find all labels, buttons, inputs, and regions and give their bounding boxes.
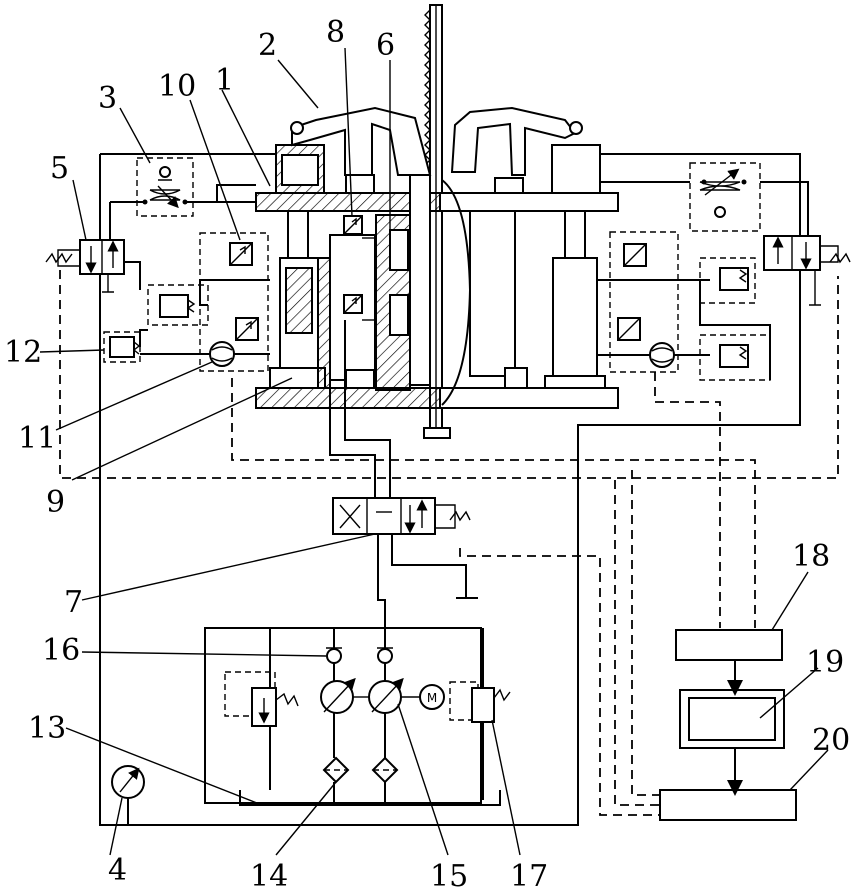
label-18: 18: [792, 539, 830, 574]
position-sensor-8-upper: [344, 216, 362, 234]
press-machine: [256, 5, 618, 438]
main-cylinder-right: [553, 258, 597, 376]
pressure-sensor-right-lower: [618, 318, 640, 340]
variable-pump-right: [369, 681, 401, 713]
main-directional-valve-7: [333, 498, 470, 534]
motor: M: [420, 685, 444, 709]
throttle-check-valve-right: [690, 163, 760, 231]
control-system: [660, 630, 796, 820]
label-5: 5: [50, 151, 69, 186]
relief-valve-left: [225, 672, 298, 726]
directional-valve-right: [764, 236, 850, 305]
label-19: 19: [806, 645, 844, 680]
pressure-sensor-10-upper: [230, 243, 252, 265]
label-4: 4: [108, 853, 127, 888]
right-circuit: [597, 163, 850, 380]
directional-valve-5: [46, 240, 124, 292]
label-10: 10: [158, 69, 196, 104]
relief-valve-12: [104, 332, 140, 362]
label-3: 3: [98, 81, 117, 116]
filter-14-right: [373, 758, 397, 782]
label-13: 13: [28, 711, 66, 746]
label-12: 12: [4, 335, 42, 370]
motor-label: M: [427, 691, 437, 705]
controller-18: [676, 630, 782, 660]
check-valve-16-right: [378, 649, 392, 663]
variable-pump-left: [321, 681, 353, 713]
filter-14-left: [324, 758, 348, 782]
acquisition-unit-20: [660, 790, 796, 820]
label-1: 1: [215, 63, 234, 98]
position-sensor-8-lower: [344, 295, 362, 313]
label-14: 14: [250, 859, 288, 893]
label-2: 2: [258, 28, 277, 63]
pressure-gauge-4: [112, 766, 144, 825]
label-7: 7: [64, 585, 83, 620]
check-valve-16-left: [327, 649, 341, 663]
label-17: 17: [510, 859, 548, 893]
relief-valve-17: [450, 682, 510, 722]
pressure-sensor-10-lower: [236, 318, 258, 340]
flow-meter-right: [650, 343, 674, 367]
pressure-sensor-right-upper: [624, 244, 646, 266]
label-6: 6: [376, 28, 395, 63]
label-11: 11: [18, 421, 56, 456]
label-16: 16: [42, 633, 80, 668]
label-20: 20: [812, 723, 850, 758]
flow-meter-11: [210, 342, 234, 366]
label-15: 15: [430, 859, 468, 893]
label-9: 9: [46, 485, 65, 520]
label-8: 8: [326, 15, 345, 50]
